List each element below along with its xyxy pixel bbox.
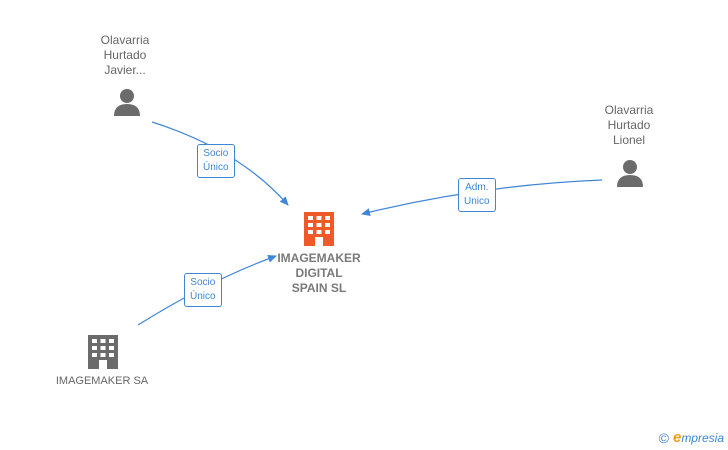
copyright-icon: © — [658, 429, 669, 446]
brand-logo-initial: e — [672, 429, 682, 446]
node-label-imagemaker-sa[interactable]: IMAGEMAKER SA — [55, 375, 149, 387]
edge-label-adm-unico: Adm. Unico — [458, 178, 496, 212]
edge-label-socio-unico: Socio Único — [197, 144, 235, 178]
edge-label-socio-unico: Socio Único — [184, 273, 222, 307]
building-icon[interactable] — [88, 335, 118, 369]
brand-logo-text: mpresia — [681, 430, 724, 445]
person-icon[interactable] — [114, 89, 140, 116]
node-label-javier[interactable]: Olavarria Hurtado Javier... — [100, 33, 150, 77]
node-label-imagemaker-digital-spain[interactable]: IMAGEMAKER DIGITAL SPAIN SL — [277, 251, 361, 295]
person-icon[interactable] — [617, 160, 643, 187]
node-label-lionel[interactable]: Olavarria Hurtado Lionel — [604, 103, 654, 147]
building-icon[interactable] — [304, 212, 334, 246]
brand-footer: © e mpresia — [659, 429, 724, 446]
